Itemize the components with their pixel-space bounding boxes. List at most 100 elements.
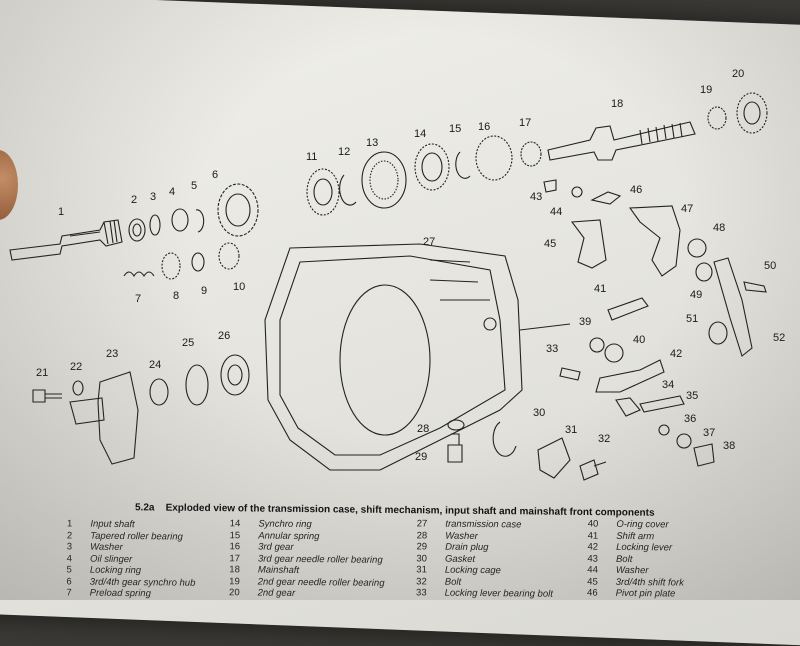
legend-number: 31 [416,564,427,576]
legend-text: Locking cage [444,564,501,577]
legend-number: 20 [229,587,240,599]
cage-31 [537,437,571,479]
label-9: 9 [201,285,208,297]
legend-text: 3rd/4th shift fork [615,576,684,589]
washer-3 [149,214,161,236]
label-43: 43 [530,191,543,203]
label-6: 6 [212,169,219,181]
label-12: 12 [338,146,351,158]
label-28: 28 [417,423,430,435]
label-5: 5 [191,180,198,192]
lever-52 [713,257,753,357]
label-38: 38 [723,440,736,452]
label-34: 34 [662,379,675,391]
ring-5 [195,209,205,233]
label-32: 32 [598,433,611,445]
label-27: 27 [423,236,436,248]
fork-45 [570,219,607,269]
legend-number: 33 [416,587,427,599]
legend-text: Drain plug [445,541,489,554]
bolt-50 [743,281,767,293]
input-shaft [9,219,123,261]
ring-12 [339,174,357,206]
washer-28 [447,419,465,431]
label-4: 4 [169,186,176,198]
legend-number: 5 [66,564,72,576]
legend-text: Preload spring [89,587,151,600]
label-42: 42 [670,348,683,360]
label-37: 37 [703,427,716,439]
gear-20 [736,92,768,134]
legend-number: 27 [416,518,428,530]
label-49: 49 [690,289,703,301]
legend-number: 43 [587,553,599,565]
part-8 [161,252,181,280]
label-7: 7 [135,293,142,305]
label-31: 31 [565,424,578,436]
label-10: 10 [233,281,246,293]
label-44: 44 [550,206,563,218]
seal-24 [149,378,169,406]
legend-text: Shift arm [616,530,655,542]
legend-text: Pivot pin plate [615,587,676,600]
ring-25 [185,364,209,406]
washer-44 [571,186,583,198]
legend-number: 46 [587,587,598,599]
legend-text: Bolt [615,553,633,565]
label-52: 52 [773,332,786,344]
legend-text: Synchro ring [258,518,312,531]
legend-text: Input shaft [90,518,135,531]
label-26: 26 [218,330,231,342]
label-33: 33 [546,343,559,355]
legend-text: Gasket [444,553,476,565]
arm-41 [607,297,649,321]
label-29: 29 [415,451,428,463]
label-20: 20 [732,68,745,80]
legend-text: 2nd gear [257,587,296,599]
legend-number: 30 [416,552,428,564]
plate-46 [590,191,622,205]
legend-number: 14 [229,518,241,530]
legend-text: Locking ring [89,564,142,577]
legend-text: Washer [615,564,649,577]
legend-text: O-ring cover [616,518,669,531]
bolt-43 [543,179,557,193]
part-35 [639,395,685,413]
label-41: 41 [594,283,607,295]
legend-number: 41 [587,530,599,542]
label-17: 17 [519,117,532,129]
legend-number: 29 [416,541,428,553]
ring-14 [414,143,450,191]
label-36: 36 [684,413,697,425]
legend-number: 44 [587,564,598,576]
label-16: 16 [478,121,491,133]
legend-number: 4 [66,552,73,564]
bearing-17 [520,141,542,167]
legend-number: 18 [229,564,240,576]
legend-text: Mainshaft [257,564,300,576]
legend-number: 2 [66,529,73,541]
legend-text: 3rd gear [258,541,294,553]
bolt-21 [32,389,62,403]
part-48 [687,238,707,258]
gear-11 [306,168,340,216]
label-39: 39 [579,316,592,328]
bearing-19 [707,106,727,130]
label-24: 24 [149,359,162,371]
legend-text: Locking lever bearing bolt [444,587,553,600]
legend-text: Washer [445,530,478,542]
label-13: 13 [366,137,379,149]
label-18: 18 [611,98,624,110]
legend-text: transmission case [445,518,522,531]
lever-42 [595,359,665,393]
fork-47 [628,205,681,277]
label-14: 14 [414,128,427,140]
legend-row: 46 Pivot pin plate [576,587,684,600]
part-9 [191,252,205,272]
legend-number: 40 [587,518,599,530]
bearing-10 [218,242,240,270]
thumb [0,150,18,220]
legend-number: 19 [229,575,240,587]
label-8: 8 [173,290,180,302]
cap-38 [693,443,715,467]
